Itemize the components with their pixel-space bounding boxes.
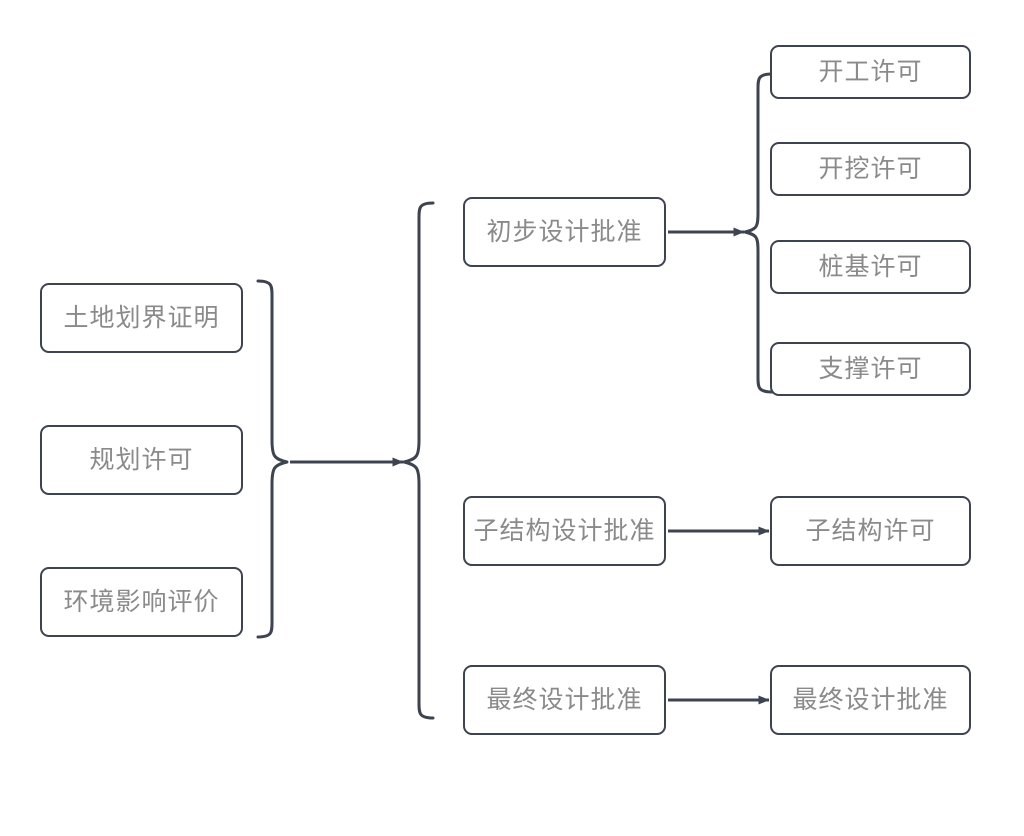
node-eia[interactable]: 环境影响评价 xyxy=(40,567,243,637)
node-label: 土地划界证明 xyxy=(63,304,220,332)
node-label: 支撑许可 xyxy=(818,355,923,383)
node-land-demarcation[interactable]: 土地划界证明 xyxy=(40,283,243,353)
node-label: 开挖许可 xyxy=(818,155,923,183)
node-piling-permit[interactable]: 桩基许可 xyxy=(770,240,971,294)
node-substructure-design-approval[interactable]: 子结构设计批准 xyxy=(463,496,666,566)
node-shoring-permit[interactable]: 支撑许可 xyxy=(770,342,971,396)
node-commencement-permit[interactable]: 开工许可 xyxy=(770,45,971,99)
node-label: 初步设计批准 xyxy=(486,218,643,246)
node-planning-permit[interactable]: 规划许可 xyxy=(40,425,243,495)
node-excavation-permit[interactable]: 开挖许可 xyxy=(770,142,971,196)
node-label: 子结构设计批准 xyxy=(473,517,656,545)
fan-out-brace xyxy=(402,201,435,720)
node-label: 环境影响评价 xyxy=(63,588,220,616)
node-final-design-approval-out[interactable]: 最终设计批准 xyxy=(770,665,971,735)
node-substructure-permit[interactable]: 子结构许可 xyxy=(770,496,971,566)
node-label: 开工许可 xyxy=(818,58,923,86)
preliminary-brace xyxy=(743,72,774,394)
node-label: 桩基许可 xyxy=(818,253,923,281)
node-label: 最终设计批准 xyxy=(486,686,643,714)
node-label: 子结构许可 xyxy=(805,517,936,545)
node-final-design-approval[interactable]: 最终设计批准 xyxy=(463,665,666,735)
node-label: 规划许可 xyxy=(89,446,194,474)
node-preliminary-design-approval[interactable]: 初步设计批准 xyxy=(463,197,666,267)
node-label: 最终设计批准 xyxy=(792,686,949,714)
left-group-brace xyxy=(256,279,289,639)
